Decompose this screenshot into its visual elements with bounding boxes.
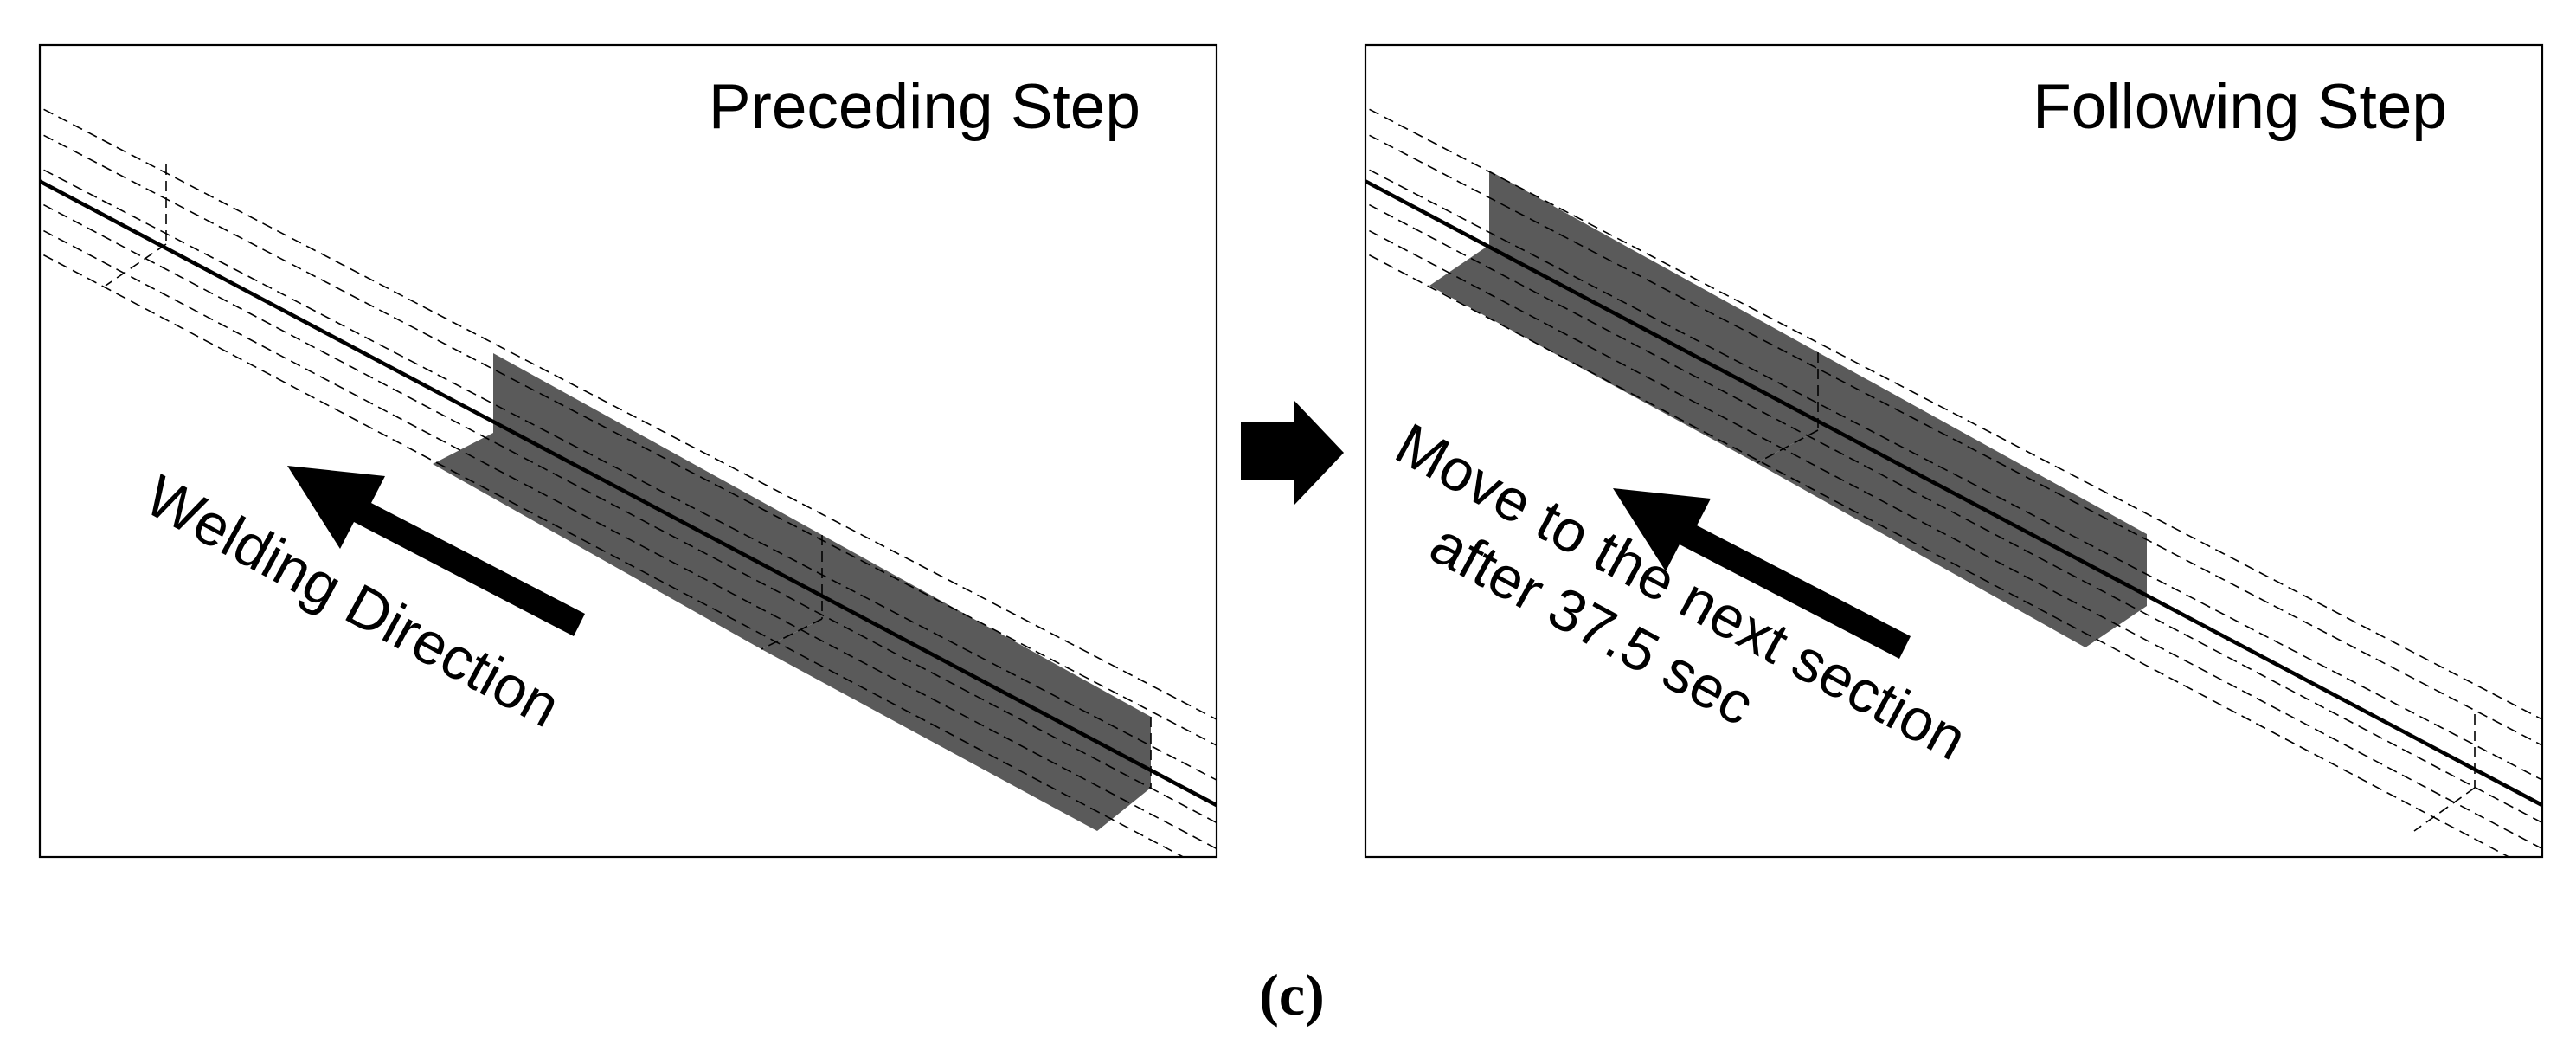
weld-section-left-a (433, 353, 822, 649)
seam-lines-left (40, 106, 1217, 857)
right-panel: Following Step Move to the next section … (1364, 43, 2544, 859)
right-panel-title: Following Step (2033, 72, 2447, 142)
welding-direction-arrow (287, 466, 585, 636)
weld-section-right-b (1757, 352, 2147, 647)
weld-section-left-b (761, 535, 1151, 831)
seam-lines-right (1365, 106, 2542, 857)
left-panel-drawing (40, 106, 1217, 857)
figure-caption: (c) (1259, 962, 1324, 1028)
block-right-arrow-icon (1241, 401, 1344, 505)
right-panel-drawing (1365, 106, 2542, 857)
left-panel-title: Preceding Step (709, 72, 1140, 142)
welding-direction-arrow-right (1613, 488, 1911, 659)
left-panel: Preceding Step Welding Direction (38, 43, 1218, 859)
